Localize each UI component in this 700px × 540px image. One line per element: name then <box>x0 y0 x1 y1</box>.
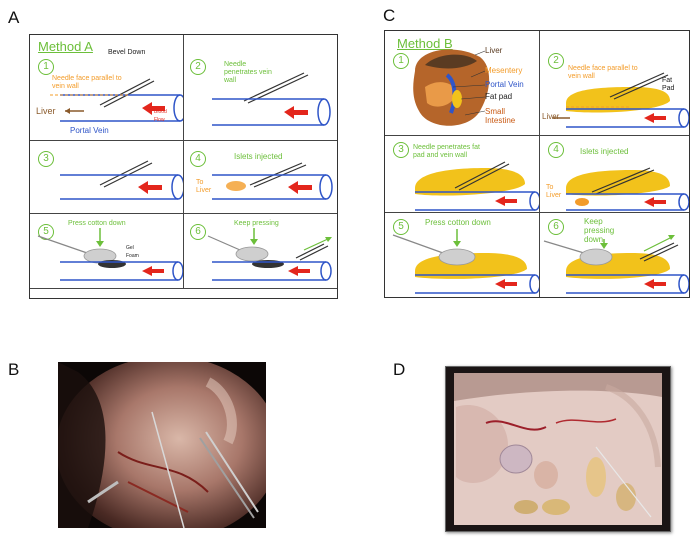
portal-vein-label: Portal Vein <box>70 126 109 135</box>
surgical-photo-b <box>58 362 266 528</box>
vein-diagram <box>415 161 540 211</box>
step-number: 4 <box>548 142 564 158</box>
anatomy-diagram <box>413 49 490 126</box>
vein-diagram <box>60 160 184 200</box>
step-number: 4 <box>190 151 206 167</box>
needle-face-label: Needle face parallel to vein wall <box>52 75 122 90</box>
photo-b-image <box>58 362 266 528</box>
needle-penetrates-label: Needle penetrates fat pad and vein wall <box>413 144 480 159</box>
vein-diagram <box>543 235 689 294</box>
method-a-step-4: 4 Islets injected To Liver <box>183 140 337 214</box>
method-b-panel: Method B 1 Liver Mesentery Portal Vein F… <box>384 30 690 298</box>
needle-penetrates-label: Needle penetrates vein wall <box>224 61 272 84</box>
to-liver-label: To Liver <box>196 179 212 194</box>
vein-diagram <box>392 229 540 294</box>
press-cotton-label: Press cotton down <box>425 218 491 227</box>
method-a-panel: Method A 1 Bevel Down Needle face parall… <box>29 34 338 299</box>
islets-injected-label: Islets injected <box>234 152 283 161</box>
needle-face-label: Needle face parallel to vein wall <box>568 65 638 80</box>
vein-diagram <box>212 162 333 200</box>
liver-label: Liver <box>485 46 503 55</box>
panel-label-c: C <box>383 6 396 25</box>
method-a-step-6: 6 Keep pressing <box>183 213 337 289</box>
step-number: 2 <box>190 59 206 75</box>
liver-label: Liver <box>542 112 560 121</box>
method-b-step-6: 6 Keep pressing down <box>539 212 689 297</box>
blood-flow-label: Blood Flow <box>154 109 167 123</box>
method-a-step-1: 1 Bevel Down Needle face parallel to vei… <box>30 35 184 141</box>
method-a-title: Method A <box>38 39 93 54</box>
method-b-step-2: 2 Needle face parallel to vein wall Fat … <box>539 31 689 136</box>
vein-diagram <box>212 72 331 126</box>
small-intestine-label: Small Intestine <box>485 107 516 125</box>
surgical-photo-d <box>445 366 671 532</box>
step-number: 5 <box>38 224 54 240</box>
step-number: 3 <box>393 142 409 158</box>
keep-pressing-label: Keep pressing down <box>584 217 615 244</box>
islets-injected-label: Islets injected <box>580 147 629 156</box>
step-number: 6 <box>190 224 206 240</box>
fat-pad-label: Fat pad <box>485 92 513 101</box>
fat-pad-label: Fat Pad <box>662 77 675 92</box>
photo-d-image <box>446 367 670 531</box>
method-b-step-5: 5 Press cotton down <box>385 212 540 297</box>
step-number: 3 <box>38 151 54 167</box>
step-number: 2 <box>548 53 564 69</box>
liver-label: Liver <box>36 106 56 116</box>
press-cotton-label: Press cotton down <box>68 220 126 227</box>
method-b-step-1: 1 Liver Mesentery Portal Vein Fat pad Sm… <box>385 31 540 136</box>
step-number: 6 <box>548 219 564 235</box>
vein-diagram <box>207 228 332 281</box>
step-number: 1 <box>38 59 54 75</box>
method-b-step-3: 3 Needle penetrates fat pad and vein wal… <box>385 135 540 213</box>
gel-foam-label: Gel Foam <box>126 245 139 259</box>
step-number: 1 <box>393 53 409 69</box>
keep-pressing-label: Keep pressing <box>234 220 279 227</box>
portal-vein-label: Portal Vein <box>485 80 524 89</box>
vein-diagram <box>552 72 689 128</box>
vein-diagram <box>566 167 689 211</box>
to-liver-label: To Liver <box>546 184 562 199</box>
method-a-step-3: 3 <box>30 140 184 214</box>
panel-label-a: A <box>8 8 20 27</box>
method-b-step-4: 4 Islets injected To Liver <box>539 135 689 213</box>
method-a-step-2: 2 Needle penetrates vein wall <box>183 35 337 141</box>
mesentery-label: Mesentery <box>485 66 523 75</box>
bevel-label: Bevel Down <box>108 49 146 56</box>
panel-label-d: D <box>393 360 406 379</box>
step-number: 5 <box>393 219 409 235</box>
method-b-title: Method B <box>397 36 453 51</box>
method-a-step-5: 5 Press cotton down Gel Foam <box>30 213 184 289</box>
vein-diagram <box>50 78 184 122</box>
panel-label-b: B <box>8 360 20 379</box>
